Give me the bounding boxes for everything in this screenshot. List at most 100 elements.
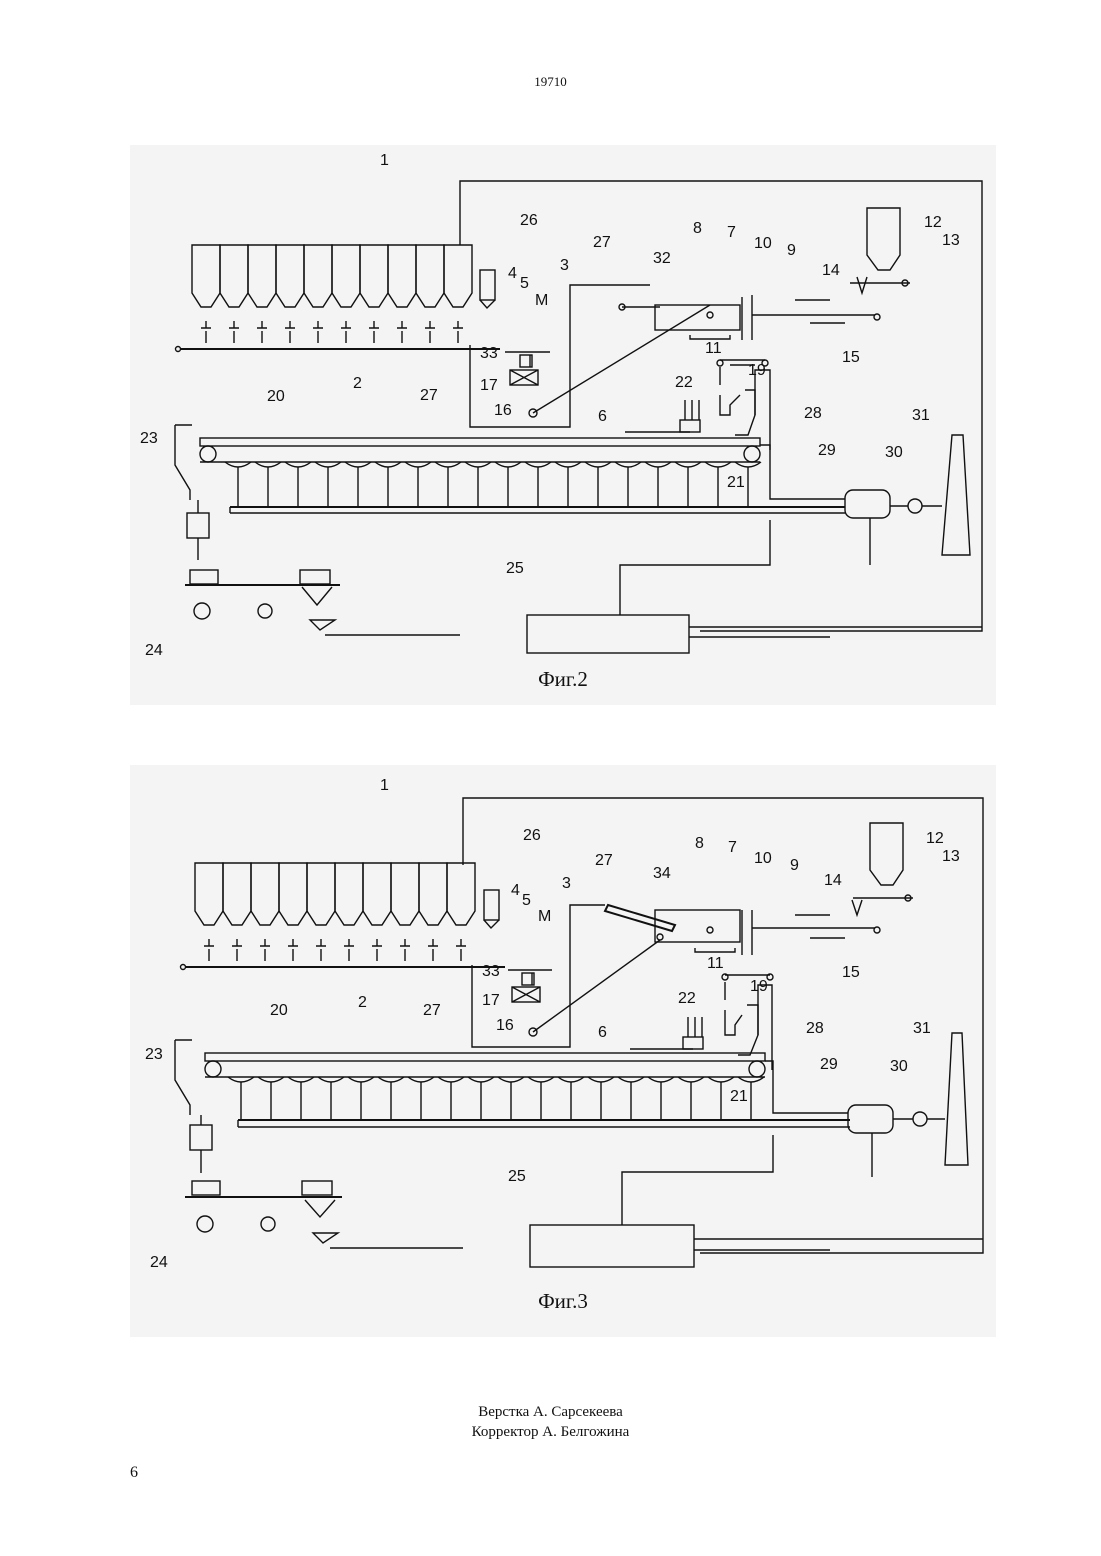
ref-label: 16 (494, 402, 512, 419)
silo-feeder (257, 321, 267, 343)
windbox (465, 462, 491, 467)
silo-feeder (344, 939, 354, 961)
windbox (285, 462, 311, 467)
windbox (345, 462, 371, 467)
windbox (468, 1077, 494, 1082)
ref-label: 7 (727, 224, 736, 241)
ref-label: 28 (806, 1020, 824, 1037)
ref-label: 22 (678, 990, 696, 1007)
silo-bin (335, 863, 363, 925)
silo-feeder (341, 321, 351, 343)
silo-bin (192, 245, 220, 307)
ref-label: 11 (707, 955, 724, 972)
ref-label: 17 (482, 992, 500, 1009)
windbox (348, 1077, 374, 1082)
ref-label: 13 (942, 232, 960, 249)
ref-label: 6 (598, 1024, 607, 1041)
silo-feeder (288, 939, 298, 961)
silo-bin (416, 245, 444, 307)
windbox (225, 462, 251, 467)
ref-label: 9 (787, 242, 796, 259)
silo-feeder (369, 321, 379, 343)
ref-label: 7 (728, 839, 737, 856)
silo-feeder (201, 321, 211, 343)
windbox (378, 1077, 404, 1082)
figure-3-diagram: 1 26 8 7 10 9 12 13 14 27 34 3 4 5 M 2 3… (130, 765, 996, 1337)
ref-label: 4 (508, 265, 517, 282)
ref-label: 8 (693, 220, 702, 237)
windbox (528, 1077, 554, 1082)
figure-2-diagram: 1 26 8 7 10 9 12 13 14 27 32 3 4 5 M 2 3… (130, 145, 996, 705)
silo-feeder (229, 321, 239, 343)
ref-label: 15 (842, 964, 860, 981)
windbox (498, 1077, 524, 1082)
ref-label: 34 (653, 865, 671, 882)
windbox (585, 462, 611, 467)
ref-label: 14 (822, 262, 840, 279)
windbox (645, 462, 671, 467)
windbox (738, 1077, 764, 1082)
ref-label: 5 (522, 892, 531, 909)
silo-bin (391, 863, 419, 925)
windbox (558, 1077, 584, 1082)
ref-label: 20 (270, 1002, 288, 1019)
ref-label: 8 (695, 835, 704, 852)
windbox (375, 462, 401, 467)
ref-label: 27 (423, 1002, 441, 1019)
windbox (648, 1077, 674, 1082)
windbox (495, 462, 521, 467)
windbox (525, 462, 551, 467)
silo-feeder (425, 321, 435, 343)
ref-label: 17 (480, 377, 498, 394)
silo-bin (363, 863, 391, 925)
windbox (708, 1077, 734, 1082)
ref-label: 31 (913, 1020, 931, 1037)
silo-feeder (397, 321, 407, 343)
ref-label: 29 (820, 1056, 838, 1073)
silo-feeder (453, 321, 463, 343)
ref-label: 22 (675, 374, 693, 391)
ref-label: 1 (380, 777, 389, 794)
silo-bin (444, 245, 472, 307)
ref-label: 33 (480, 345, 498, 362)
windbox (255, 462, 281, 467)
ref-label: 12 (926, 830, 944, 847)
ref-label: 14 (824, 872, 842, 889)
silo-bin (276, 245, 304, 307)
ref-label: 12 (924, 214, 942, 231)
ref-label: 23 (145, 1046, 163, 1063)
figure-caption: Фиг.3 (130, 1289, 996, 1314)
page-number-top: 19710 (0, 74, 1101, 90)
silo-bin (388, 245, 416, 307)
silo-bin (223, 863, 251, 925)
windbox (288, 1077, 314, 1082)
windbox (258, 1077, 284, 1082)
ref-label: M (538, 908, 551, 925)
windbox (705, 462, 731, 467)
silo-feeder (260, 939, 270, 961)
proofreader-credit: Корректор А. Белгожина (0, 1422, 1101, 1442)
ref-label: 27 (595, 852, 613, 869)
layout-credit: Верстка А. Сарсекеева (0, 1402, 1101, 1422)
silo-bin (447, 863, 475, 925)
silo-feeder (285, 321, 295, 343)
ref-label: 15 (842, 349, 860, 366)
page-number-bottom: 6 (130, 1464, 138, 1482)
ref-label: 4 (511, 882, 520, 899)
silo-bin (248, 245, 276, 307)
silo-bin (360, 245, 388, 307)
figure-caption: Фиг.2 (130, 667, 996, 692)
ref-label: 33 (482, 963, 500, 980)
windbox (438, 1077, 464, 1082)
windbox (435, 462, 461, 467)
windbox (615, 462, 641, 467)
silo-feeder (372, 939, 382, 961)
silo-feeder (204, 939, 214, 961)
ref-label: 13 (942, 848, 960, 865)
windbox (318, 1077, 344, 1082)
ref-label: 26 (520, 212, 538, 229)
silo-feeder (428, 939, 438, 961)
ref-label: 27 (420, 387, 438, 404)
ref-label: 27 (593, 234, 611, 251)
ref-label: 19 (750, 978, 768, 995)
